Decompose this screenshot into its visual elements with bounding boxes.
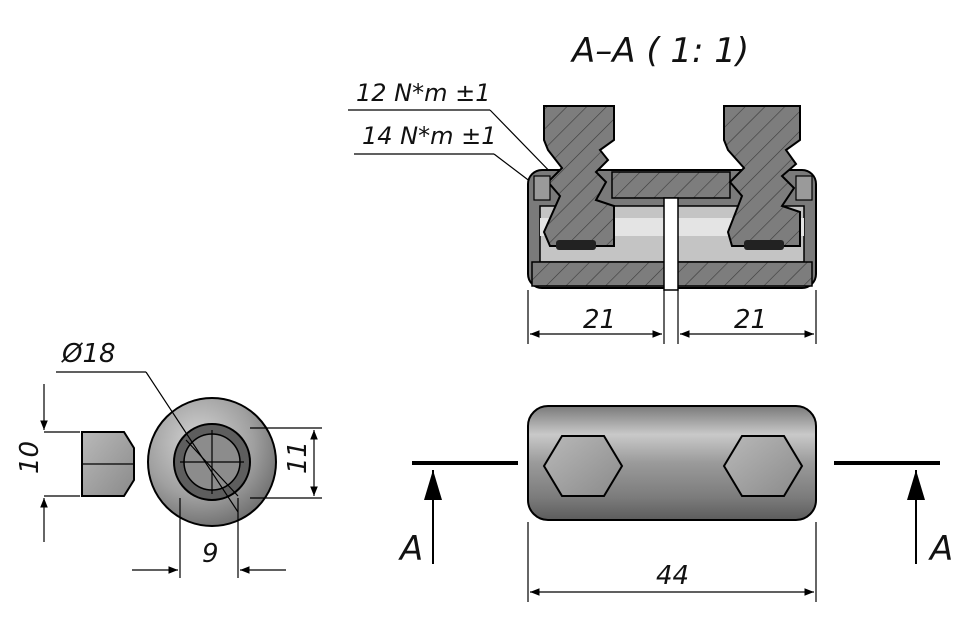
torque-annotation-1: 12 N*m ±1 xyxy=(348,79,561,183)
dim-height-left-label: 10 xyxy=(15,441,45,474)
torque-label-2: 14 N*m ±1 xyxy=(362,122,497,150)
dim-diameter: Ø18 xyxy=(56,339,239,513)
dim-right-width: 21 xyxy=(677,290,817,344)
dim-diameter-label: Ø18 xyxy=(61,339,116,369)
dim-height-left: 10 xyxy=(15,384,80,542)
section-cut-right: A xyxy=(834,461,953,569)
side-view xyxy=(81,397,277,527)
hex-bolt-right xyxy=(722,435,804,497)
dim-right-width-label: 21 xyxy=(734,305,767,335)
dim-left-width: 21 xyxy=(527,290,665,344)
front-view xyxy=(527,405,817,521)
section-view xyxy=(527,105,817,291)
section-marker-left: A xyxy=(398,529,423,569)
dim-height-right-label: 11 xyxy=(283,441,313,474)
dim-overall-length-label: 44 xyxy=(656,561,689,591)
torque-annotation-2: 14 N*m ±1 xyxy=(354,122,553,199)
dim-left-width-label: 21 xyxy=(583,305,616,335)
hex-bolt-left xyxy=(542,435,624,497)
dim-bottom-width-label: 9 xyxy=(202,539,219,569)
dim-overall-length: 44 xyxy=(527,522,817,602)
dim-height-right: 11 xyxy=(250,427,322,499)
section-title: A–A ( 1: 1) xyxy=(570,31,749,71)
torque-label-1: 12 N*m ±1 xyxy=(356,79,491,107)
dim-bottom-width: 9 xyxy=(132,498,286,578)
section-marker-right: A xyxy=(928,529,953,569)
section-cut-left: A xyxy=(398,461,518,569)
